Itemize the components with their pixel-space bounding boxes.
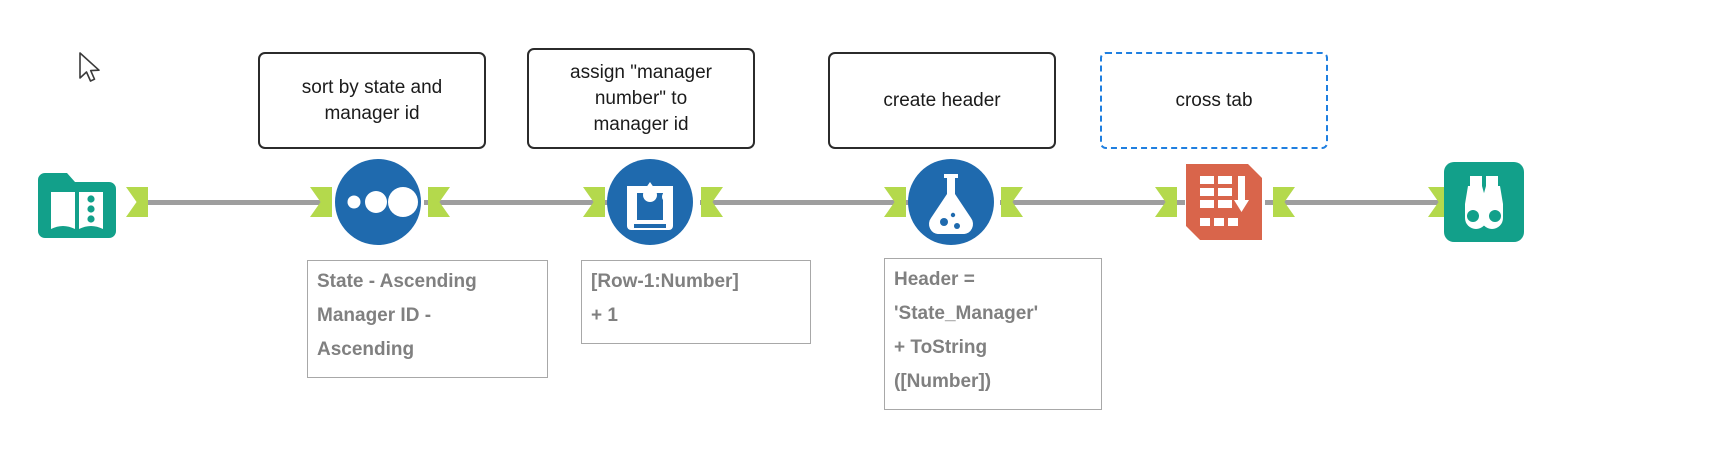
connector-anchor-sort-in[interactable] <box>310 187 332 217</box>
annotation-formula[interactable]: Header = 'State_Manager' + ToString ([Nu… <box>884 258 1102 410</box>
connector-anchor-sort-input[interactable] <box>126 187 148 217</box>
connector-anchor-cross-tab-in[interactable] <box>1155 187 1177 217</box>
connector-anchor-cross-tab-out[interactable] <box>1273 187 1295 217</box>
formula-flask-icon <box>908 159 994 245</box>
mouse-pointer-icon <box>78 52 106 93</box>
comment-sort[interactable]: sort by state and manager id <box>258 52 486 149</box>
input-data-icon <box>38 173 116 238</box>
comment-cross-tab[interactable]: cross tab <box>1100 52 1328 149</box>
wire-multi-row-formula-to-formula <box>700 200 915 205</box>
comment-multi-row-formula[interactable]: assign "manager number" to manager id <box>527 48 755 149</box>
tool-cross-tab[interactable] <box>1180 158 1268 246</box>
sort-icon <box>335 159 421 245</box>
wire-sort-to-multi-row-formula <box>424 200 614 205</box>
multi-row-formula-icon <box>607 159 693 245</box>
cross-tab-icon <box>1186 164 1262 240</box>
connector-anchor-multi-row-formula-out[interactable] <box>701 187 723 217</box>
connector-anchor-formula-in[interactable] <box>884 187 906 217</box>
tool-multi-row-formula[interactable] <box>605 158 695 246</box>
tool-input-data[interactable] <box>34 158 120 244</box>
annotation-sort[interactable]: State - Ascending Manager ID - Ascending <box>307 260 548 378</box>
connector-anchor-sort-out[interactable] <box>428 187 450 217</box>
wire-cross-tab-to-browse <box>1265 200 1455 205</box>
tool-browse[interactable] <box>1440 158 1528 246</box>
connector-anchor-formula-out[interactable] <box>1001 187 1023 217</box>
wire-formula-to-cross-tab <box>1000 200 1185 205</box>
wire-input-to-sort <box>140 200 330 205</box>
tool-sort[interactable] <box>332 158 424 246</box>
browse-binoculars-icon <box>1444 162 1524 242</box>
mouse-pointer-icon-glyph <box>79 52 100 82</box>
connector-anchor-multi-row-formula-in[interactable] <box>583 187 605 217</box>
tool-formula[interactable] <box>906 158 996 246</box>
comment-formula[interactable]: create header <box>828 52 1056 149</box>
annotation-multi-row-formula[interactable]: [Row-1:Number] + 1 <box>581 260 811 344</box>
